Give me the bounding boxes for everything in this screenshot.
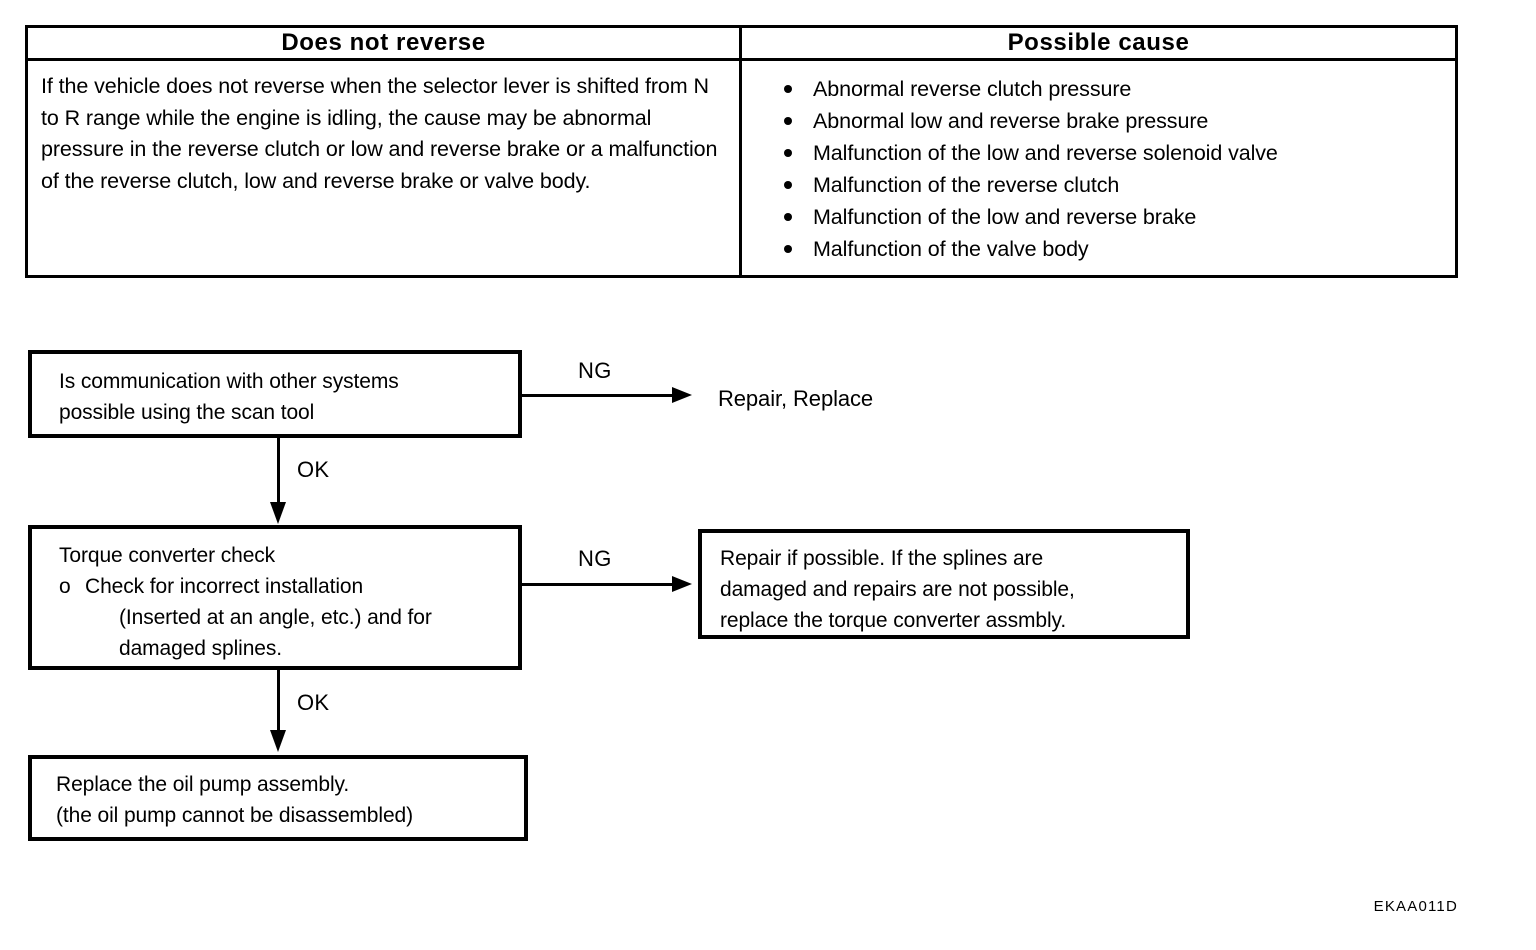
box-line: damaged and repairs are not possible,: [720, 578, 1075, 601]
cause-text: Abnormal low and reverse brake pressure: [813, 109, 1209, 133]
cause-text: Malfunction of the low and reverse solen…: [813, 141, 1278, 165]
table-body-row: If the vehicle does not reverse when the…: [28, 61, 1455, 275]
arrowhead-down-icon: [270, 502, 286, 524]
box-sub-item: o Check for incorrect installation: [59, 571, 508, 602]
bullet-icon: [784, 181, 792, 189]
table-header-row: Does not reverse Possible cause: [28, 28, 1455, 61]
box-line: replace the torque converter assmbly.: [720, 609, 1067, 632]
cause-text: Malfunction of the valve body: [813, 237, 1089, 261]
symptom-cause-table: Does not reverse Possible cause If the v…: [25, 25, 1458, 278]
box-line: possible using the scan tool: [59, 401, 315, 424]
bullet-icon: [784, 117, 792, 125]
box-line: Check for incorrect installation: [85, 575, 364, 598]
sub-item-marker: o: [59, 575, 71, 598]
bullet-icon: [784, 245, 792, 253]
figure-code-label: EKAA011D: [1373, 898, 1458, 915]
arrowhead-right-icon: [672, 387, 692, 403]
list-item: Malfunction of the valve body: [780, 233, 1441, 265]
cause-text: Malfunction of the low and reverse brake: [813, 205, 1197, 229]
bullet-icon: [784, 213, 792, 221]
box-line: Replace the oil pump assembly.: [56, 773, 350, 796]
list-item: Malfunction of the low and reverse solen…: [780, 137, 1441, 169]
connector-line-ok-2: [277, 670, 280, 734]
possible-cause-cell: Abnormal reverse clutch pressure Abnorma…: [742, 61, 1455, 275]
box-line: (the oil pump cannot be disassembled): [56, 804, 414, 827]
connector-line-ok-1: [277, 438, 280, 506]
box-line: (Inserted at an angle, etc.) and for: [119, 606, 432, 629]
box-line: damaged splines.: [119, 637, 283, 660]
list-item: Abnormal low and reverse brake pressure: [780, 105, 1441, 137]
cause-text: Abnormal reverse clutch pressure: [813, 77, 1132, 101]
edge-label-ok-2: OK: [297, 690, 330, 715]
connector-line-ng-2: [522, 583, 678, 586]
flow-box-communication-check: Is communication with other systems poss…: [28, 350, 522, 438]
edge-label-ng-2: NG: [578, 546, 612, 571]
connector-line-ng-1: [522, 394, 678, 397]
flow-box-replace-oil-pump: Replace the oil pump assembly. (the oil …: [28, 755, 528, 841]
box-line: Repair if possible. If the splines are: [720, 547, 1044, 570]
arrowhead-down-icon: [270, 730, 286, 752]
bullet-icon: [784, 149, 792, 157]
possible-cause-list: Abnormal reverse clutch pressure Abnorma…: [780, 73, 1441, 265]
flow-box-repair-torque-converter: Repair if possible. If the splines are d…: [698, 529, 1190, 639]
result-repair-replace: Repair, Replace: [718, 386, 874, 411]
edge-label-ok-1: OK: [297, 457, 330, 482]
table-header-possible-cause: Possible cause: [1007, 29, 1190, 56]
box-title: Torque converter check: [59, 544, 276, 567]
box-line: Is communication with other systems: [59, 370, 399, 393]
list-item: Abnormal reverse clutch pressure: [780, 73, 1441, 105]
flow-box-torque-converter-check: Torque converter check o Check for incor…: [28, 525, 522, 670]
list-item: Malfunction of the low and reverse brake: [780, 201, 1441, 233]
edge-label-ng-1: NG: [578, 358, 612, 383]
arrowhead-right-icon: [672, 576, 692, 592]
table-header-symptom: Does not reverse: [28, 28, 742, 58]
list-item: Malfunction of the reverse clutch: [780, 169, 1441, 201]
cause-text: Malfunction of the reverse clutch: [813, 173, 1120, 197]
bullet-icon: [784, 85, 792, 93]
symptom-description: If the vehicle does not reverse when the…: [28, 61, 742, 275]
